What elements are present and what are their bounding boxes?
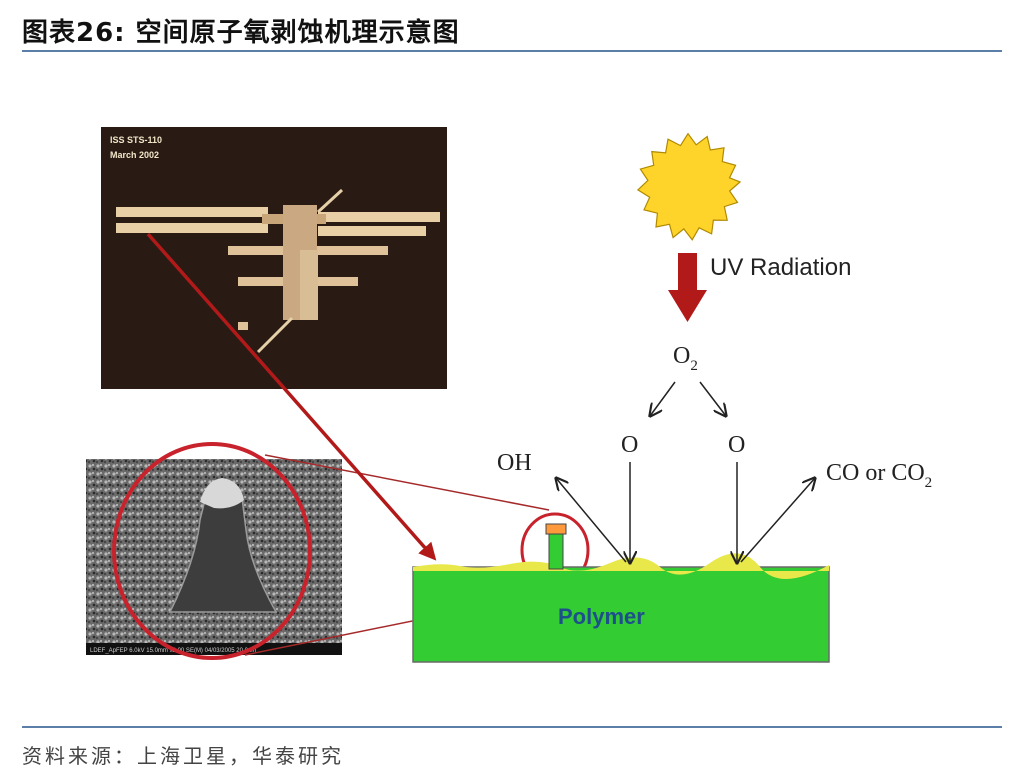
atomic-o-right: O <box>728 432 745 458</box>
iss-photo: ISS STS-110 March 2002 <box>101 127 447 389</box>
photo-caption-line2: March 2002 <box>110 150 159 160</box>
oh-label: OH <box>497 450 532 476</box>
zoom-connector-top <box>264 454 550 511</box>
source-note: 资料来源：上海卫星，华泰研究 <box>22 744 344 768</box>
photo-caption-line1: ISS STS-110 <box>110 135 162 145</box>
sem-micrograph: LDEF_ApFEP 6.0kV 15.0mm x2.00 SE(M) 04/0… <box>86 459 342 655</box>
bottom-divider <box>22 726 1002 728</box>
protective-particle <box>545 523 567 535</box>
sem-highlight-circle <box>112 442 312 660</box>
co-label: CO or CO2 <box>826 460 932 491</box>
o2-label: O2 <box>673 343 698 374</box>
uv-arrow <box>668 253 707 322</box>
uv-label: UV Radiation <box>710 254 851 281</box>
oh-release-arrow <box>556 478 627 563</box>
polymer-label: Polymer <box>558 604 645 629</box>
location-arrow <box>146 232 437 561</box>
sun-icon <box>636 132 742 241</box>
figure-title: 图表26: 空间原子氧剥蚀机理示意图 <box>22 18 460 48</box>
o2-split-arrow-right <box>699 381 726 416</box>
co-release-arrow <box>740 478 815 563</box>
top-divider <box>22 50 1002 52</box>
polymer-block: Polymer <box>412 553 830 663</box>
iss-station-graphic <box>116 188 440 354</box>
atomic-o-left: O <box>621 432 638 458</box>
protected-pillar <box>548 532 564 570</box>
o2-split-arrow-left <box>650 381 676 416</box>
